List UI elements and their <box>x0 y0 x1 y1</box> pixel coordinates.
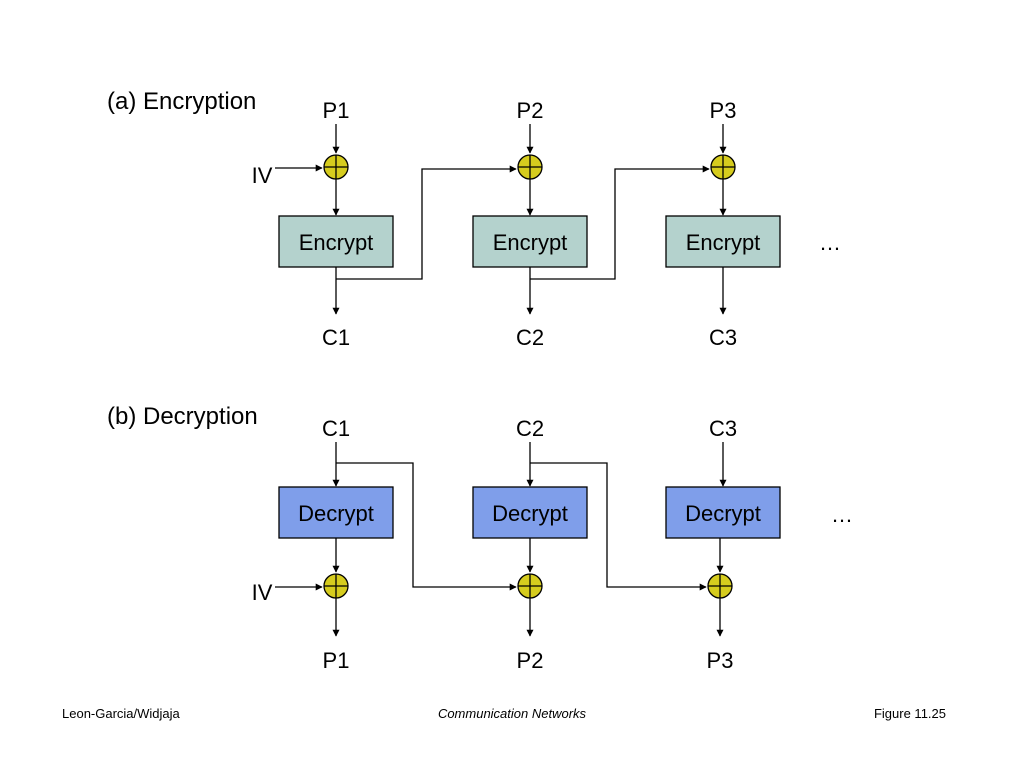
dec-output-p3: P3 <box>707 648 734 673</box>
dec-chain-2-to-3 <box>530 462 707 591</box>
encryption-title: (a) Encryption <box>107 88 256 115</box>
dec-continuation: … <box>831 502 853 527</box>
dec-xor-1 <box>323 573 349 599</box>
enc-block-1: Encrypt <box>278 215 394 268</box>
enc-xor-2 <box>517 154 543 180</box>
dec-block-3-label: Decrypt <box>685 501 761 526</box>
dec-input-c1: C1 <box>322 416 350 441</box>
enc-input-p2: P2 <box>517 98 544 123</box>
enc-block-3-label: Encrypt <box>686 230 761 255</box>
footer-author: Leon-Garcia/Widjaja <box>62 706 180 721</box>
dec-block-2-label: Decrypt <box>492 501 568 526</box>
dec-chain-1-to-2 <box>336 462 517 591</box>
dec-output-p2: P2 <box>517 648 544 673</box>
dec-iv-label: IV <box>252 580 273 605</box>
enc-output-c2: C2 <box>516 325 544 350</box>
dec-block-3: Decrypt <box>665 486 781 539</box>
enc-chain-1-to-2 <box>336 165 517 280</box>
enc-chain-2-to-3 <box>530 165 710 280</box>
enc-block-2: Encrypt <box>472 215 588 268</box>
dec-input-c2: C2 <box>516 416 544 441</box>
enc-continuation: … <box>819 230 841 255</box>
enc-block-3: Encrypt <box>665 215 781 268</box>
decryption-title: (b) Decryption <box>107 403 258 430</box>
enc-input-p3: P3 <box>710 98 737 123</box>
enc-xor-1 <box>323 154 349 180</box>
enc-output-c1: C1 <box>322 325 350 350</box>
enc-input-p1: P1 <box>323 98 350 123</box>
dec-block-1-label: Decrypt <box>298 501 374 526</box>
enc-xor-3 <box>710 154 736 180</box>
dec-block-1: Decrypt <box>278 486 394 539</box>
enc-iv-label: IV <box>252 163 273 188</box>
dec-block-2: Decrypt <box>472 486 588 539</box>
enc-output-c3: C3 <box>709 325 737 350</box>
dec-xor-3 <box>707 573 733 599</box>
dec-xor-2 <box>517 573 543 599</box>
dec-output-p1: P1 <box>323 648 350 673</box>
footer-figure-number: Figure 11.25 <box>873 706 946 721</box>
enc-block-1-label: Encrypt <box>299 230 374 255</box>
footer-book-title: Communication Networks <box>437 706 587 721</box>
dec-input-c3: C3 <box>709 416 737 441</box>
enc-block-2-label: Encrypt <box>493 230 568 255</box>
